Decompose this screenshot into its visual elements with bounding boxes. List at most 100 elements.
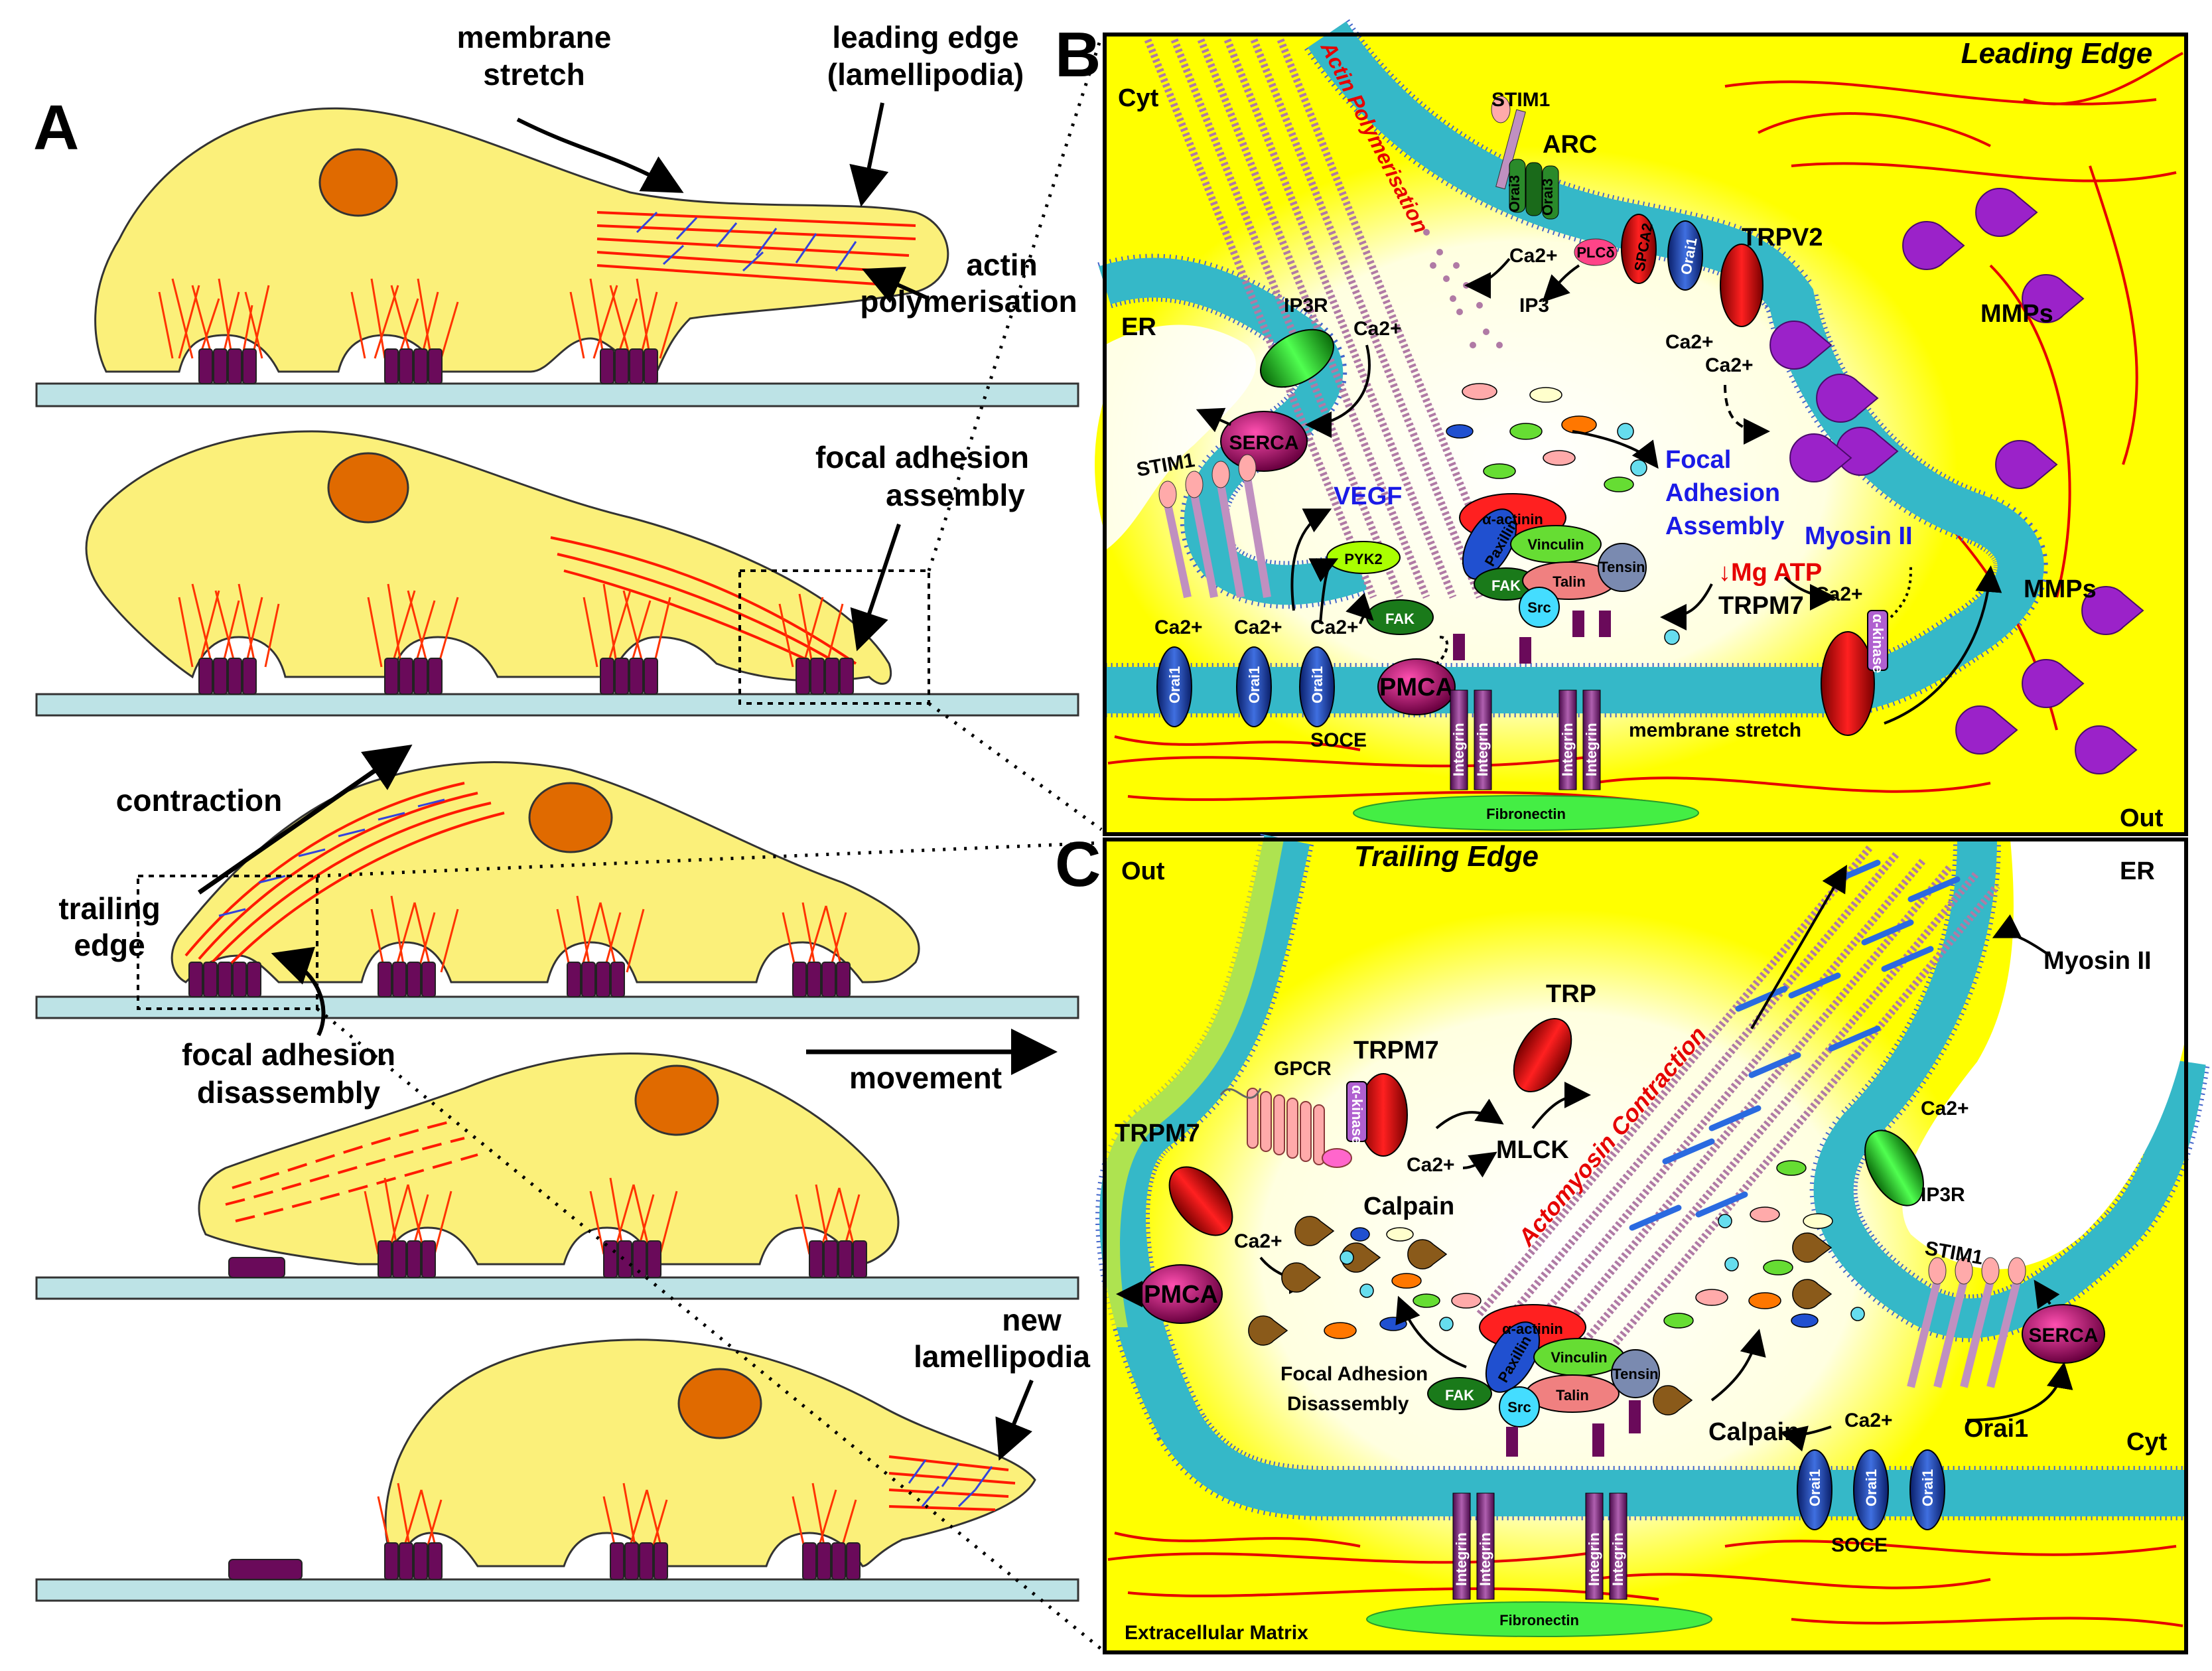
vegf-label: VEGF [1334, 482, 1402, 510]
trailing-edge-label-line1: trailing [58, 891, 160, 926]
actin-monomers [1423, 229, 1503, 348]
fibronectin-c [1366, 1601, 1712, 1637]
orai1-channels-c [1797, 1449, 1945, 1530]
fak-kinase-label: FAK [1385, 611, 1415, 627]
panel-label-b: B [1055, 19, 1101, 90]
cell-2: focal adhesion assembly [35, 430, 1079, 717]
new-lamellipodia-label-line2: lamellipodia [914, 1339, 1090, 1374]
integrin-c3: Integrin [1586, 1532, 1602, 1586]
stim1-top-label: STIM1 [1491, 89, 1550, 111]
fa-particles-c-right [1653, 1160, 1865, 1416]
alpha-kinase-b: α-kinase [1870, 614, 1886, 673]
leading-edge-label-line2: (lamellipodia) [827, 57, 1024, 92]
er-label-c: ER [2120, 857, 2155, 885]
gpcr-receptor [1247, 1088, 1352, 1168]
orai1-c2: Orai1 [1863, 1469, 1880, 1506]
ca-soce2: Ca2+ [1234, 617, 1282, 638]
stim1-b [1158, 454, 1271, 599]
zoom-box-leading [738, 569, 930, 705]
leading-edge-title: Leading Edge [1961, 37, 2152, 70]
ca-trpv2: Ca2+ [1705, 354, 1754, 376]
cell-3: contraction trailing edge focal adhesion… [35, 745, 1079, 1110]
stim1-c [1907, 1257, 2026, 1388]
ip3r-channel-c [1864, 1129, 1924, 1206]
orai1-b2: Orai1 [1246, 666, 1263, 703]
integrins-c [1452, 1400, 1641, 1600]
membrane-stretch-label-line1: membrane [457, 20, 612, 54]
integrin-c1: Integrin [1453, 1532, 1470, 1586]
trailing-edge-title: Trailing Edge [1354, 840, 1539, 873]
cyt-label-b: Cyt [1118, 84, 1159, 112]
vinculin-b: Vinculin [1527, 536, 1584, 553]
src-c: Src [1507, 1399, 1531, 1416]
panel-b-leading-edge: B [1055, 19, 2188, 836]
membrane-stretch-b: membrane stretch [1629, 719, 1801, 741]
ca-orai-c: Ca2+ [1844, 1410, 1893, 1431]
calpain-label-c1: Calpain [1363, 1193, 1454, 1220]
trailing-edge-label-line2: edge [74, 928, 145, 962]
integrin-c2: Integrin [1477, 1532, 1493, 1586]
soce-label-c: SOCE [1831, 1534, 1888, 1556]
zoom-box-trailing [137, 875, 318, 1010]
trpm7-label-c2: TRPM7 [1115, 1120, 1200, 1147]
integrin-b4: Integrin [1583, 723, 1600, 776]
ca-orai-top: Ca2+ [1665, 331, 1714, 353]
orai1-b1: Orai1 [1166, 666, 1183, 703]
out-label-c: Out [1121, 857, 1165, 885]
vinculin-c: Vinculin [1551, 1349, 1607, 1366]
serca-label-b: SERCA [1229, 432, 1298, 454]
panel-c-trailing-edge: C Actomyosin Contraction T [1055, 829, 2210, 1654]
fak-b: FAK [1491, 577, 1521, 594]
panel-b-border [1103, 33, 2188, 836]
cell-4 [35, 1052, 1079, 1300]
alpha-kinase-c: α-kinase [1349, 1085, 1365, 1144]
fa-particles-c-left [1248, 1216, 1482, 1346]
focal-adhesion-complex-c [1427, 1304, 1660, 1427]
integrin-c4: Integrin [1610, 1532, 1626, 1586]
trpm7-channel-c2 [1168, 1166, 1233, 1236]
ca-ip3r-b: Ca2+ [1353, 318, 1402, 340]
fa-disassembly-c-line1: Focal Adhesion [1280, 1363, 1428, 1385]
membrane-stretch-label-line2: stretch [483, 57, 585, 92]
trpm7-label-c1: TRPM7 [1353, 1037, 1439, 1064]
pmca-pump-b [1377, 658, 1456, 715]
actin-polymerisation-label-line2: polymerisation [860, 284, 1077, 319]
tensin-b: Tensin [1599, 559, 1645, 575]
fa-disassembly-c-line2: Disassembly [1287, 1393, 1409, 1415]
src-b: Src [1527, 599, 1551, 616]
trp-label: TRP [1546, 980, 1596, 1008]
trp-channel-c [1513, 1018, 1572, 1092]
mlck-label: MLCK [1496, 1136, 1569, 1164]
orai3a-label: Orai3 [1506, 175, 1523, 212]
trpv2-channel [1720, 244, 1763, 327]
fibronectin-b-label: Fibronectin [1486, 806, 1566, 822]
talin-c: Talin [1556, 1387, 1589, 1404]
ca-trpm7-c: Ca2+ [1234, 1230, 1282, 1252]
leading-edge-label-line1: leading edge [832, 20, 1018, 54]
panel-c-border [1103, 837, 2188, 1654]
alpha-actinin-c: α-actinin [1502, 1321, 1563, 1337]
plc-label: PLCδ [1576, 244, 1614, 261]
pyk2-label: PYK2 [1344, 551, 1382, 567]
integrin-b3: Integrin [1559, 723, 1576, 776]
mmps-label-b1: MMPs [1980, 300, 2053, 328]
out-label-b: Out [2120, 804, 2164, 832]
mmps-label-b2: MMPs [2024, 575, 2097, 603]
ca-soce3: Ca2+ [1310, 617, 1359, 638]
actin-filaments-c [1476, 843, 2000, 1350]
orai1-label-c: Orai1 [1964, 1415, 2028, 1443]
cell-5: new lamellipodia [35, 1303, 1090, 1602]
soce-label-b: SOCE [1310, 729, 1367, 751]
gpcr-label: GPCR [1274, 1058, 1332, 1080]
movement-label: movement [849, 1060, 1002, 1095]
talin-b: Talin [1553, 573, 1586, 590]
ip3-label: IP3 [1519, 295, 1549, 317]
trpm7-label-b: TRPM7 [1718, 592, 1804, 620]
ip3r-label-c: IP3R [1921, 1184, 1965, 1206]
trpv2-label: TRPV2 [1742, 224, 1823, 252]
ecm-fibers-b [1107, 52, 2183, 804]
orai1-c1: Orai1 [1807, 1469, 1823, 1506]
fa-assembly-label-line1: focal adhesion [815, 440, 1029, 474]
ca-trpm7-b: Ca2+ [1815, 583, 1863, 605]
new-lamellipodia-label-line1: new [1002, 1303, 1062, 1337]
